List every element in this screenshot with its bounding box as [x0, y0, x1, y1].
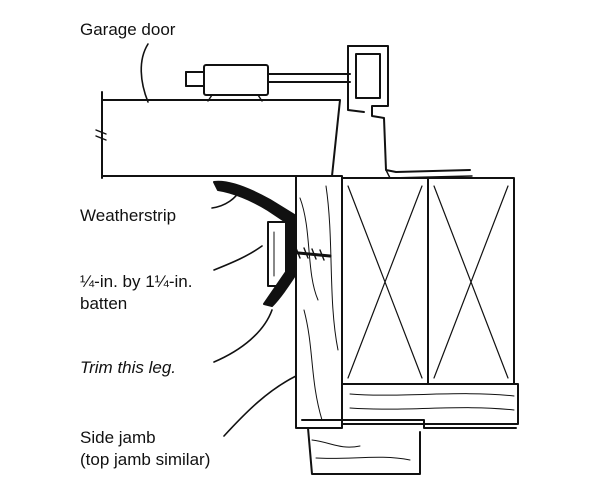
- track-bracket: [347, 45, 473, 179]
- leader-lines: [140, 43, 297, 437]
- label-batten-line2: batten: [80, 294, 128, 313]
- batten: [267, 221, 287, 287]
- label-garage-door: Garage door: [80, 20, 176, 39]
- weatherstrip-profile: [213, 180, 297, 307]
- side-jamb: [295, 175, 517, 429]
- framing-studs: [341, 177, 519, 425]
- label-trim-leg: Trim this leg.: [80, 358, 177, 377]
- garage-door-panel: [95, 91, 341, 179]
- lower-trim: [307, 427, 421, 475]
- label-side-jamb: Side jamb: [80, 428, 156, 447]
- label-weatherstrip: Weatherstrip: [80, 206, 177, 225]
- label-batten-line1: ¼-in. by 1¼-in.: [80, 272, 193, 291]
- screw: [286, 247, 332, 261]
- label-top-jamb-note: (top jamb similar): [80, 450, 211, 469]
- door-roller-hardware: [185, 64, 351, 102]
